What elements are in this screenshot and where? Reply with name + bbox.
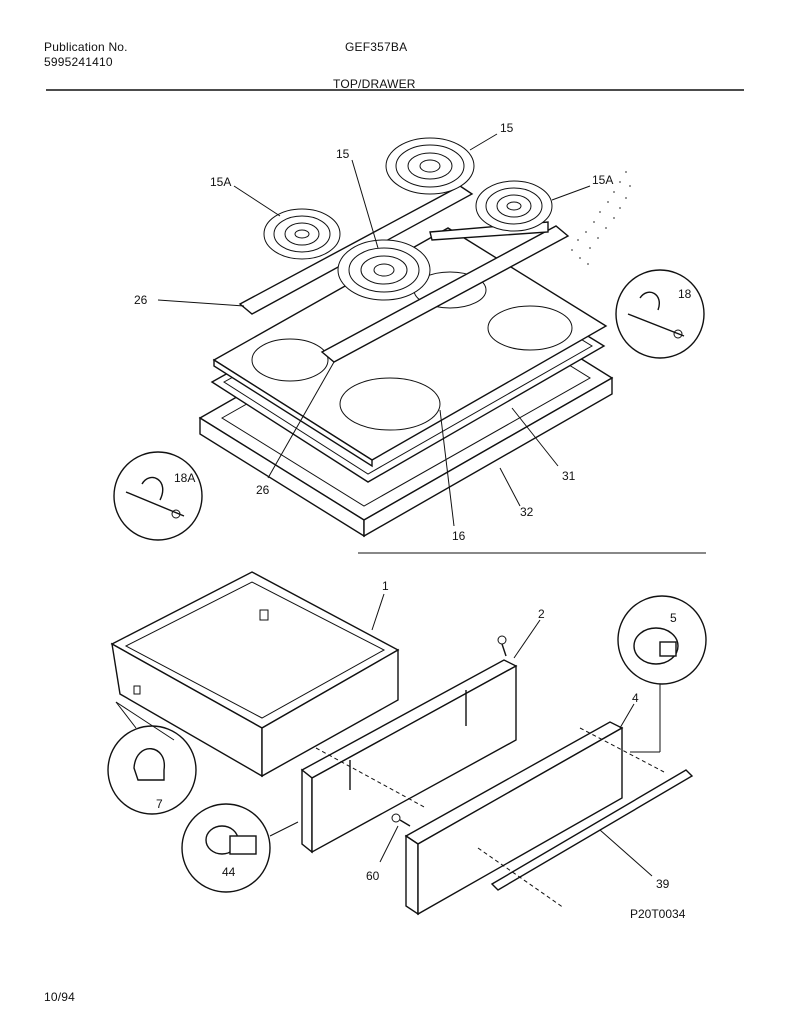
detail-circle-44 bbox=[181, 803, 271, 893]
drawer-front-panel bbox=[404, 721, 624, 916]
detail-circle-5 bbox=[617, 595, 707, 685]
surface-element-front-center bbox=[337, 239, 431, 301]
callout-31: 31 bbox=[562, 469, 576, 483]
surface-element-rear-center bbox=[385, 137, 475, 195]
burner-outline-front-right bbox=[487, 305, 573, 351]
detail-circle-18 bbox=[615, 269, 705, 359]
assembly-guides bbox=[315, 727, 665, 909]
model-number: GEF357BA bbox=[345, 40, 408, 54]
section-title: TOP/DRAWER bbox=[333, 77, 416, 91]
leader-detail-44 bbox=[269, 821, 299, 837]
callout-7: 7 bbox=[156, 797, 163, 811]
callout-16: 16 bbox=[452, 529, 466, 543]
callout-26-left: 26 bbox=[134, 293, 148, 307]
callout-18A: 18A bbox=[174, 471, 195, 485]
burner-outline-rear-left bbox=[251, 338, 329, 382]
callout-5: 5 bbox=[670, 611, 677, 625]
callout-39: 39 bbox=[656, 877, 670, 891]
callout-4: 4 bbox=[632, 691, 639, 705]
publication-number: 5995241410 bbox=[44, 55, 113, 69]
callout-26-bottom: 26 bbox=[256, 483, 270, 497]
callout-2: 2 bbox=[538, 607, 545, 621]
callout-60: 60 bbox=[366, 869, 380, 883]
drawer-body bbox=[110, 571, 400, 778]
callout-15-mid: 15 bbox=[336, 147, 350, 161]
leader-detail-7 bbox=[115, 701, 137, 729]
drawer-rail bbox=[490, 769, 694, 891]
surface-element-right bbox=[475, 180, 553, 232]
callout-18: 18 bbox=[678, 287, 692, 301]
footer-date: 10/94 bbox=[44, 990, 76, 1004]
diagram-code: P20T0034 bbox=[630, 907, 686, 921]
publication-label: Publication No. bbox=[44, 40, 128, 54]
leader-lines-drawer bbox=[371, 593, 653, 877]
stipple-shading bbox=[571, 171, 631, 265]
surface-element-left bbox=[263, 208, 341, 260]
burner-outline-front-left bbox=[339, 377, 441, 431]
callout-32: 32 bbox=[520, 505, 534, 519]
detail-circle-18A bbox=[113, 451, 203, 541]
callout-15-top: 15 bbox=[500, 121, 514, 135]
screws bbox=[391, 635, 507, 827]
drawer-back-panel bbox=[300, 659, 518, 854]
leader-detail-7b bbox=[115, 701, 175, 741]
callout-1: 1 bbox=[382, 579, 389, 593]
leader-lines-top bbox=[157, 133, 591, 527]
callout-15A-left: 15A bbox=[210, 175, 231, 189]
callout-15A-right: 15A bbox=[592, 173, 613, 187]
detail-circle-7 bbox=[107, 725, 197, 815]
callout-44: 44 bbox=[222, 865, 236, 879]
